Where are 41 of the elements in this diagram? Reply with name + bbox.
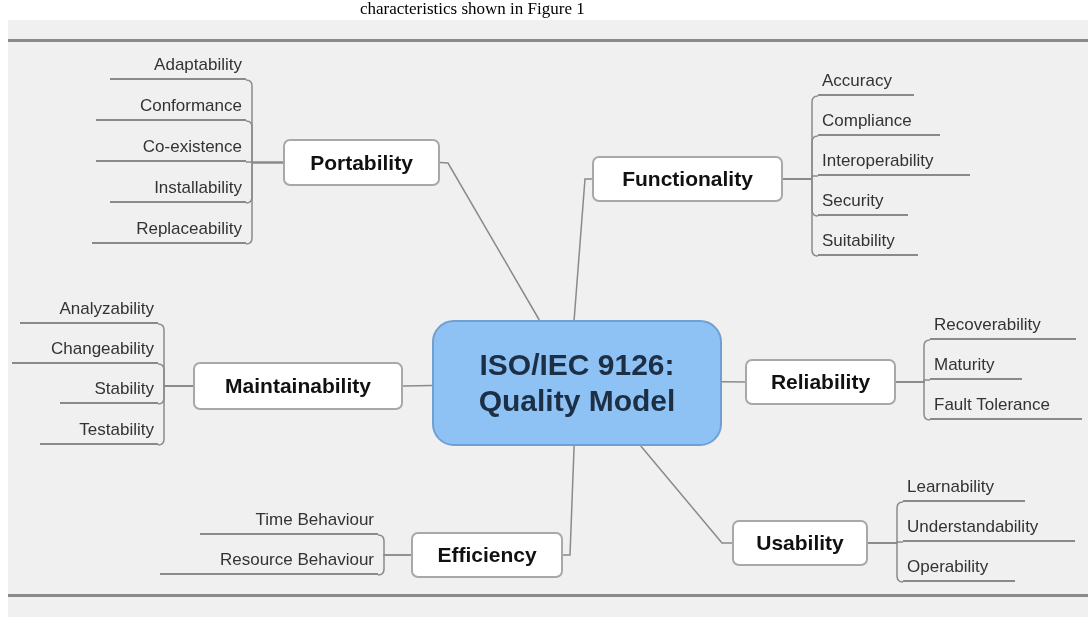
connector-line (721, 381, 746, 383)
subtopic-text: Suitability (818, 228, 918, 256)
subtopic-text: Operability (903, 554, 1015, 582)
connector-line (157, 385, 194, 446)
connector-line (377, 554, 412, 576)
subtopic-text: Installability (110, 175, 246, 203)
subtopic-text: Recoverability (930, 312, 1076, 340)
connector-line (402, 384, 433, 387)
topic-box: Reliability (745, 359, 896, 405)
subtopic-text: Security (818, 188, 908, 216)
subtopic-text: Co-existence (96, 134, 246, 162)
connector-line (245, 161, 284, 245)
subtopic-text: Accuracy (818, 68, 914, 96)
topic-box: Functionality (592, 156, 783, 202)
connector-line (439, 161, 541, 321)
subtopic-text: Learnability (903, 474, 1025, 502)
topic-box: Efficiency (411, 532, 563, 578)
connector-line (562, 445, 575, 556)
connector-line (573, 178, 593, 321)
connector-line (640, 445, 733, 544)
subtopic-text: Replaceability (92, 216, 246, 244)
topic-box: Usability (732, 520, 868, 566)
topic-box: Portability (283, 139, 440, 186)
subtopic-text: Testability (40, 417, 158, 445)
subtopic-text: Analyzability (20, 296, 158, 324)
subtopic-text: Stability (60, 376, 158, 404)
subtopic-text: Fault Tolerance (930, 392, 1082, 420)
subtopic-text: Understandability (903, 514, 1075, 542)
central-topic-box: ISO/IEC 9126: Quality Model (432, 320, 722, 446)
connector-line (782, 178, 819, 257)
topic-box: Maintainability (193, 362, 403, 410)
subtopic-text: Compliance (818, 108, 940, 136)
subtopic-text: Interoperability (818, 148, 970, 176)
subtopic-text: Resource Behaviour (160, 547, 378, 575)
subtopic-text: Maturity (930, 352, 1022, 380)
connector-line (895, 381, 931, 421)
subtopic-text: Time Behaviour (200, 507, 378, 535)
subtopic-text: Conformance (96, 93, 246, 121)
subtopic-text: Adaptability (110, 52, 246, 80)
subtopic-text: Changeability (12, 336, 158, 364)
caption-text: characteristics shown in Figure 1 (360, 0, 585, 17)
